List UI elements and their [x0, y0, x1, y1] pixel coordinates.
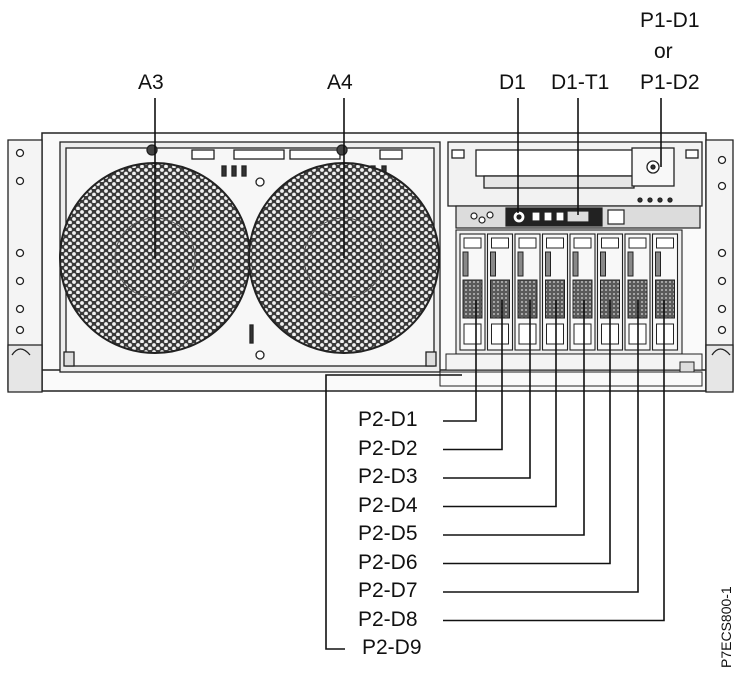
- leader-line-drive-6: [443, 300, 611, 565]
- drive-label-7: P2-D7: [358, 579, 418, 602]
- drive-bay: [569, 233, 596, 351]
- drive-bays: [459, 233, 679, 351]
- label-d1: D1: [499, 71, 526, 94]
- leader-lines-drives: [325, 300, 665, 650]
- label-d1-t1: D1-T1: [551, 71, 610, 94]
- drive-bay: [651, 233, 679, 351]
- left-rack-ear: [7, 139, 43, 393]
- leader-line-drive-5: [443, 300, 585, 536]
- leader-line-drive-2: [443, 300, 503, 451]
- label-p1-d2: P1-D2: [640, 71, 700, 94]
- drive-label-3: P2-D3: [358, 465, 418, 488]
- drive-bay: [596, 233, 624, 351]
- figure-id: P7ECS800-1: [718, 586, 734, 668]
- label-or: or: [654, 40, 673, 63]
- leader-line-drive-7: [443, 300, 639, 593]
- drive-bay: [459, 233, 486, 351]
- leader-line-drive-9: [325, 374, 462, 650]
- leader-line-drive-8: [443, 300, 665, 622]
- leader-lines-top: [154, 98, 662, 258]
- drive-label-6: P2-D6: [358, 550, 418, 574]
- label-a3: A3: [138, 71, 164, 94]
- drive-bay: [541, 233, 569, 351]
- drive-label-2: P2-D2: [358, 436, 418, 460]
- drive-label-8: P2-D8: [358, 607, 418, 631]
- drive-label-5: P2-D5: [358, 522, 418, 545]
- leader-line-drive-3: [443, 300, 531, 479]
- drive-bay: [486, 233, 514, 351]
- bottom-rail: [439, 353, 703, 387]
- operator-panel: [455, 205, 701, 229]
- label-a4: A4: [327, 71, 353, 94]
- drive-label-4: P2-D4: [358, 493, 418, 517]
- label-p1-d1: P1-D1: [640, 9, 700, 32]
- drive-label-9: P2-D9: [362, 636, 422, 659]
- leader-line-drive-1: [443, 300, 477, 422]
- right-rack-ear: [705, 139, 734, 393]
- leader-line-drive-4: [443, 300, 557, 508]
- drive-label-1: P2-D1: [358, 408, 418, 431]
- media-bay: [447, 141, 703, 207]
- drive-bay: [514, 233, 541, 351]
